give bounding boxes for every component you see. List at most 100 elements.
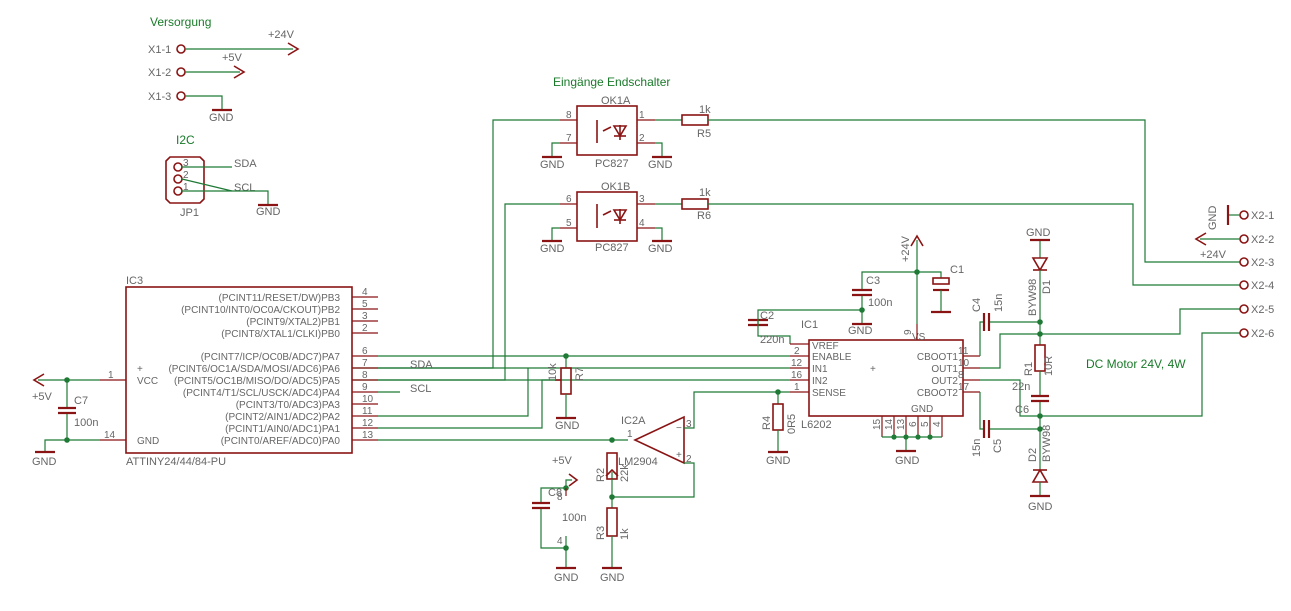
comparator-ic2a: IC2A − + 1 3 2 LM2904 — [618, 415, 692, 468]
resistor-r6: 1k R6 — [681, 187, 711, 222]
ic3-num-3: 3 — [362, 311, 368, 322]
ic3-pin-pa5: (PCINT5/OC1B/MISO/DO/ADC5)PA5 — [174, 376, 340, 387]
ic3-num-13: 13 — [362, 430, 374, 441]
ic3-dot: + — [137, 364, 143, 375]
ok1b-name: OK1B — [601, 181, 630, 193]
c3-name: C3 — [866, 275, 880, 287]
ic1-pin9: 9 — [903, 329, 914, 335]
led-diode-icon — [612, 209, 628, 222]
r2-name: R2 — [595, 468, 607, 482]
ic3-num-12: 12 — [362, 418, 374, 429]
capacitor-c8: +5V 8 4 C8 100n GND — [532, 455, 586, 584]
ic1-pin16: 16 — [791, 370, 803, 381]
ic1-part: L6202 — [801, 419, 832, 431]
r3-name: R3 — [595, 526, 607, 540]
p24-arrow-icon — [287, 42, 300, 56]
d1-name: D1 — [1041, 280, 1053, 294]
c7-value: 100n — [74, 417, 98, 429]
c7-name: C7 — [74, 395, 88, 407]
jp1-gnd-label: GND — [256, 206, 281, 218]
ic1-dot: + — [870, 364, 876, 375]
jp1-scl-label: SCL — [234, 182, 255, 194]
x1-1-terminal — [176, 44, 186, 54]
note-eingaenge: Eingänge Endschalter — [553, 75, 670, 89]
c5-name: C5 — [992, 439, 1004, 453]
ok1b-pin6: 6 — [566, 194, 572, 205]
c4-value: 15n — [993, 294, 1005, 312]
ic3-num-2: 2 — [362, 323, 368, 334]
x2-3-label: X2-3 — [1251, 257, 1274, 269]
resistor-r4: GND R4 0R5 — [761, 392, 798, 467]
net-scl-label: SCL — [410, 383, 431, 395]
ic3-num-6: 6 — [362, 346, 368, 357]
net-sda-label: SDA — [410, 359, 433, 371]
diode-d1: GND BYW98 D1 — [1026, 227, 1053, 345]
p24-arrow-icon — [1194, 232, 1207, 246]
ic3-gnd: GND — [137, 436, 159, 447]
ic1-pin15: 15 — [872, 418, 883, 430]
d1-gnd: GND — [1026, 227, 1051, 239]
x1-2-label: X1-2 — [148, 67, 171, 79]
note-versorgung: Versorgung — [150, 15, 211, 29]
ic1-out1: OUT1 — [931, 364, 958, 375]
ok1a-body — [576, 105, 638, 156]
ok1a-gnd-left: GND — [540, 159, 565, 171]
ic2a-pin1: 1 — [627, 429, 633, 440]
ic3-body — [125, 286, 353, 454]
r7-gnd: GND — [555, 420, 580, 432]
c8-name: C8 — [548, 487, 562, 499]
resistor-r3: R3 1k — [595, 507, 631, 540]
r2-value: 22k — [619, 464, 631, 482]
ic2a-body — [633, 415, 685, 465]
ic3-num-14: 14 — [104, 430, 116, 441]
diode-icon — [1031, 468, 1049, 483]
ic3-pin-pb1: (PCINT9/XTAL2)PB1 — [246, 317, 340, 328]
jp1-pin3: 3 — [183, 158, 189, 169]
mcu-supply-c7: +5V C7 100n GND — [32, 373, 100, 468]
x1-gnd-label: GND — [209, 112, 234, 124]
r4-gnd: GND — [766, 455, 791, 467]
potentiometer-r7: GND 10k R7 — [547, 356, 586, 432]
r4-name: R4 — [761, 416, 773, 430]
ic3-num-10: 10 — [362, 394, 374, 405]
ic3-vcc: VCC — [137, 376, 158, 387]
c6-value: 22n — [1012, 381, 1030, 393]
c6-name: C6 — [1015, 404, 1029, 416]
ic3-pin-pa0: (PCINT0/AREF/ADC0)PA0 — [221, 436, 341, 447]
ic1-vref: VREF — [812, 341, 839, 352]
d1-part: BYW98 — [1027, 279, 1039, 316]
x1-3-terminal — [176, 91, 186, 101]
r6-name: R6 — [697, 210, 711, 222]
x2-p24: +24V — [1200, 249, 1227, 261]
capacitor-c4: C4 15n — [971, 294, 1040, 356]
ic1-pin10: 10 — [958, 358, 970, 369]
ic1-cboot2: CBOOT2 — [917, 388, 959, 399]
x1-p5-label: +5V — [222, 52, 243, 64]
x2-1-label: X2-1 — [1251, 210, 1274, 222]
jp1-pin2: 2 — [183, 170, 189, 181]
c8-pin8: 8 — [557, 492, 563, 503]
ok1b-body — [576, 191, 638, 242]
ic1-pin11: 11 — [958, 346, 969, 357]
vs-supply-c3-c1: +24V C3 100n GND C1 — [848, 234, 964, 337]
x1-p24-label: +24V — [268, 29, 295, 41]
mcu-gnd-label: GND — [32, 456, 57, 468]
p5-arrow-icon — [568, 473, 579, 487]
ic3-pin-pa1: (PCINT1/AIN0/ADC1)PA1 — [225, 424, 340, 435]
ic1-pin12: 12 — [791, 358, 803, 369]
ic3-pin-pa3: (PCINT3/T0/ADC3)PA3 — [236, 400, 341, 411]
ic3-pin-pb0: (PCINT8/XTAL1/CLKI)PB0 — [221, 329, 340, 340]
ic1-name: IC1 — [801, 319, 818, 331]
ok1a-name: OK1A — [601, 95, 631, 107]
x1-2-terminal — [176, 67, 186, 77]
led-diode-icon — [612, 125, 628, 138]
jp1-pin1: 1 — [183, 182, 189, 193]
ic3-num-11: 11 — [362, 406, 373, 417]
ic3-num-1: 1 — [108, 370, 114, 381]
ic2a-minus: − — [676, 423, 682, 434]
ic1-out2: OUT2 — [931, 376, 958, 387]
r7-name: R7 — [574, 367, 586, 381]
ok1b-gnd-left: GND — [540, 243, 565, 255]
ic2a-part: LM2904 — [618, 456, 658, 468]
ic3-pin-pa2: (PCINT2/AIN1/ADC2)PA2 — [225, 412, 340, 423]
